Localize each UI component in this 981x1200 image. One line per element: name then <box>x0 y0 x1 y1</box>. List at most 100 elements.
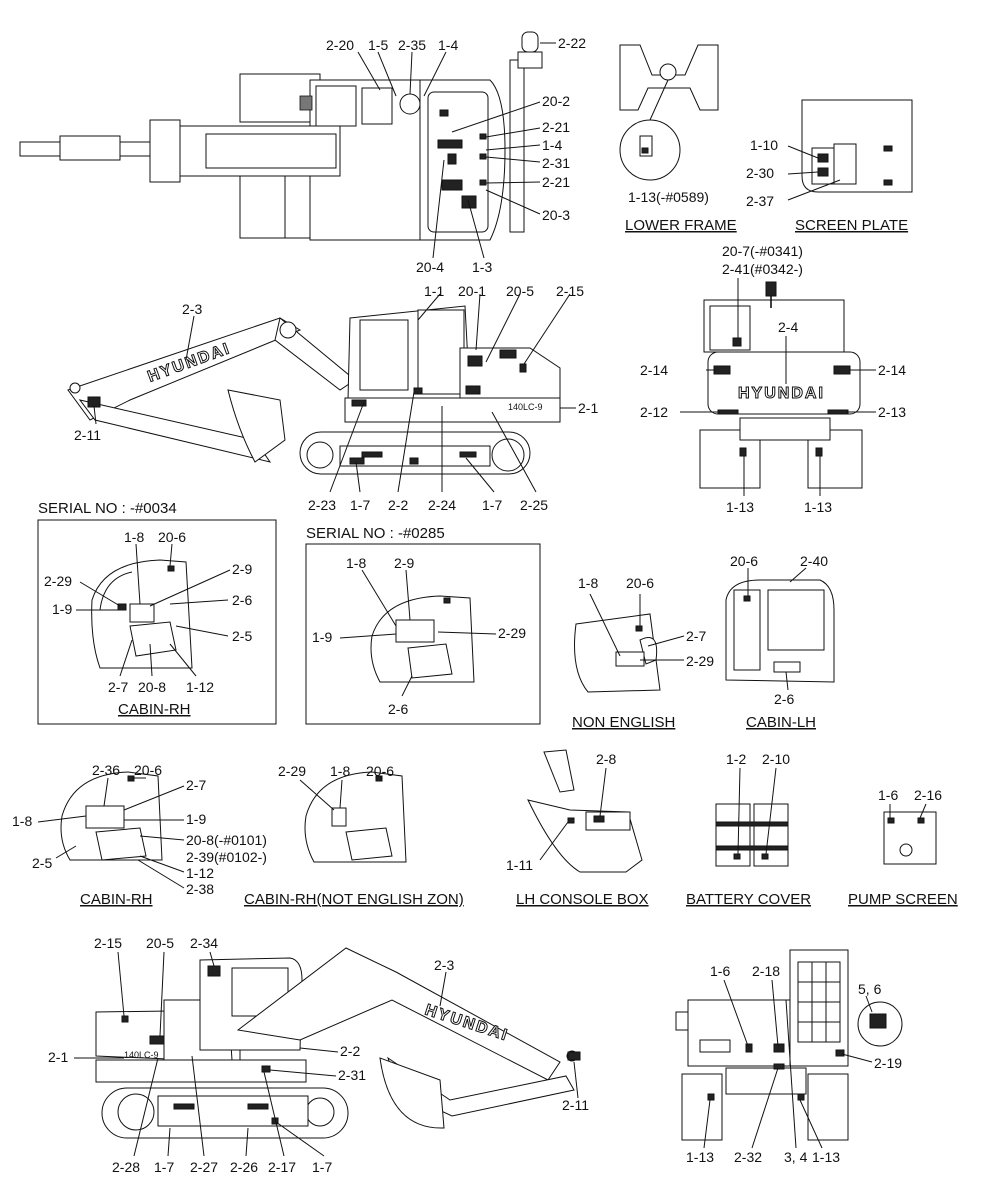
rear-engine-view-callout: 2-19 <box>874 1055 902 1071</box>
side-view-lh-drawing <box>95 947 581 1139</box>
rear-view-callout: 2-41(#0342-) <box>722 261 803 277</box>
lower-frame-view: 1-13(-#0589) LOWER FRAME <box>619 44 737 234</box>
battery-cover-callout: 1-2 <box>726 751 746 767</box>
side-view-lh-callout: 2-26 <box>230 1159 258 1175</box>
rear-engine-view-leader-lines <box>703 979 873 1149</box>
side-view-rh-leader-lines <box>93 293 576 493</box>
rear-engine-view-callout: 5, 6 <box>858 981 882 997</box>
screen-plate-title: SCREEN PLATE <box>795 217 908 234</box>
cabin-rh-b-callout: 2-29 <box>498 625 526 641</box>
cabin-rh-a-callout: 1-8 <box>124 529 144 545</box>
cabin-rh-c-callout: 20-6 <box>134 762 162 778</box>
cabin-rh-a-callout: 20-6 <box>158 529 186 545</box>
side-view-rh-callout: 2-11 <box>74 427 101 443</box>
cabin-rh-c-callout: 20-8(-#0101) <box>186 832 267 848</box>
side-view-lh-callout: 1-7 <box>154 1159 174 1175</box>
cabin-rh-c-callout: 2-7 <box>186 777 206 793</box>
side-view-lh-callout: 2-28 <box>112 1159 140 1175</box>
side-view-lh-callout: 20-5 <box>146 935 174 951</box>
cabin-rh-c-callout: 2-39(#0102-) <box>186 849 267 865</box>
top-view-callout: 2-35 <box>398 37 426 53</box>
rear-engine-view: 1-6 2-18 5, 6 2-19 1-13 2-32 3, 4 1-13 <box>675 949 903 1165</box>
non-english-leader-lines <box>589 593 685 661</box>
side-view-lh-callout: 2-31 <box>338 1067 366 1083</box>
cabin-rh-not-english-callout: 1-8 <box>330 763 350 779</box>
lh-console-box-view: 2-8 1-11 LH CONSOLE BOX <box>506 749 649 908</box>
side-view-rh-drawing <box>67 305 561 475</box>
cabin-rh-c-title: CABIN-RH <box>80 891 153 908</box>
cabin-rh-a-callout: 1-9 <box>52 601 72 617</box>
cabin-rh-c-callout: 1-8 <box>12 813 32 829</box>
rear-view-leader-lines <box>680 278 876 496</box>
rear-view-callout: 2-13 <box>878 404 906 420</box>
cabin-rh-not-english-title: CABIN-RH(NOT ENGLISH ZON) <box>244 891 464 908</box>
side-view-lh: HYUNDAI 140LC-9 2-15 20-5 2-34 2-3 2-2 2… <box>48 935 589 1175</box>
cabin-lh-callout: 20-6 <box>730 553 758 569</box>
non-english-title: NON ENGLISH <box>572 714 675 731</box>
side-view-lh-callout: 2-1 <box>48 1049 68 1065</box>
top-view-callout: 2-21 <box>542 119 570 135</box>
top-view-callout: 20-4 <box>416 259 444 275</box>
non-english-callout: 2-7 <box>686 628 706 644</box>
cabin-rh-a-callout: 2-7 <box>108 679 128 695</box>
side-view-rh-callout: 2-3 <box>182 301 202 317</box>
battery-cover-view: 1-2 2-10 BATTERY COVER <box>686 751 811 908</box>
rear-view-callout: 1-13 <box>804 499 832 515</box>
top-view-callout: 1-4 <box>542 137 562 153</box>
lh-console-box-leader-lines <box>539 767 607 861</box>
cabin-rh-c: 2-36 20-6 2-7 1-8 1-9 20-8(-#0101) 2-39(… <box>12 762 267 908</box>
top-view-callout: 2-21 <box>542 174 570 190</box>
side-view-rh-callout: 2-25 <box>520 497 548 513</box>
cabin-rh-c-callout: 1-12 <box>186 865 214 881</box>
top-view-callout: 1-5 <box>368 37 388 53</box>
screen-plate-view: 1-10 2-30 2-37 SCREEN PLATE <box>746 99 913 234</box>
side-view-rh-callout: 20-1 <box>458 283 486 299</box>
cabin-rh-c-callout: 2-5 <box>32 855 52 871</box>
cabin-rh-b-callout: 2-6 <box>388 701 408 717</box>
cabin-rh-b-callout: 2-9 <box>394 555 414 571</box>
side-view-rh-model: 140LC-9 <box>508 402 543 412</box>
non-english-callout: 1-8 <box>578 575 598 591</box>
side-view-lh-callout: 1-7 <box>312 1159 332 1175</box>
rear-view-callout: 2-14 <box>640 362 668 378</box>
lower-frame-callout: 1-13(-#0589) <box>628 189 709 205</box>
cabin-rh-a-leader-lines <box>76 543 231 677</box>
rear-engine-view-callout: 2-32 <box>734 1149 762 1165</box>
battery-cover-leader-lines <box>737 767 777 855</box>
cabin-rh-a: SERIAL NO : -#0034 1-8 20-6 2-29 2-9 1-9… <box>37 500 277 725</box>
cabin-rh-a-callout: 1-12 <box>186 679 214 695</box>
rear-view-brand: HYUNDAI <box>738 385 825 402</box>
side-view-lh-callout: 2-15 <box>94 935 122 951</box>
non-english-callout: 2-29 <box>686 653 714 669</box>
rear-view-callout: 20-7(-#0341) <box>722 243 803 259</box>
cabin-rh-a-callout: 2-6 <box>232 592 252 608</box>
non-english-view: 1-8 20-6 2-7 2-29 NON ENGLISH <box>572 575 714 731</box>
top-view-callout: 2-20 <box>326 37 354 53</box>
side-view-rh-callout: 1-7 <box>482 497 502 513</box>
pump-screen-view: 1-6 2-16 PUMP SCREEN <box>848 787 958 908</box>
side-view-lh-callout: 2-17 <box>268 1159 296 1175</box>
cabin-rh-a-serial: SERIAL NO : -#0034 <box>38 500 177 517</box>
screen-plate-callout: 2-37 <box>746 193 774 209</box>
top-view-leader-lines <box>357 42 556 259</box>
rear-engine-view-callout: 3, 4 <box>784 1149 808 1165</box>
rear-view: HYUNDAI 20-7(-#0341) 2-41(#0342-) 2-4 2-… <box>640 243 906 515</box>
non-english-callout: 20-6 <box>626 575 654 591</box>
cabin-lh-callout: 2-6 <box>774 691 794 707</box>
pump-screen-callout: 2-16 <box>914 787 942 803</box>
cabin-rh-not-english: 2-29 1-8 20-6 CABIN-RH(NOT ENGLISH ZON) <box>244 763 464 908</box>
cabin-rh-b: SERIAL NO : -#0285 1-8 2-9 1-9 2-29 2-6 <box>305 525 541 725</box>
cabin-rh-a-callout: 2-9 <box>232 561 252 577</box>
side-view-lh-model: 140LC-9 <box>124 1050 159 1060</box>
lh-console-box-callout: 2-8 <box>596 751 616 767</box>
side-view-rh-callout: 1-1 <box>424 283 444 299</box>
cabin-rh-c-callout: 1-9 <box>186 811 206 827</box>
cabin-rh-b-leader-lines <box>339 569 497 697</box>
cabin-rh-c-leader-lines <box>37 777 185 889</box>
cabin-rh-not-english-callout: 20-6 <box>366 763 394 779</box>
side-view-rh-callout: 2-1 <box>578 400 598 416</box>
cabin-lh-leader-lines <box>747 567 807 691</box>
cabin-rh-a-callout: 2-29 <box>44 573 72 589</box>
cabin-lh-callout: 2-40 <box>800 553 828 569</box>
